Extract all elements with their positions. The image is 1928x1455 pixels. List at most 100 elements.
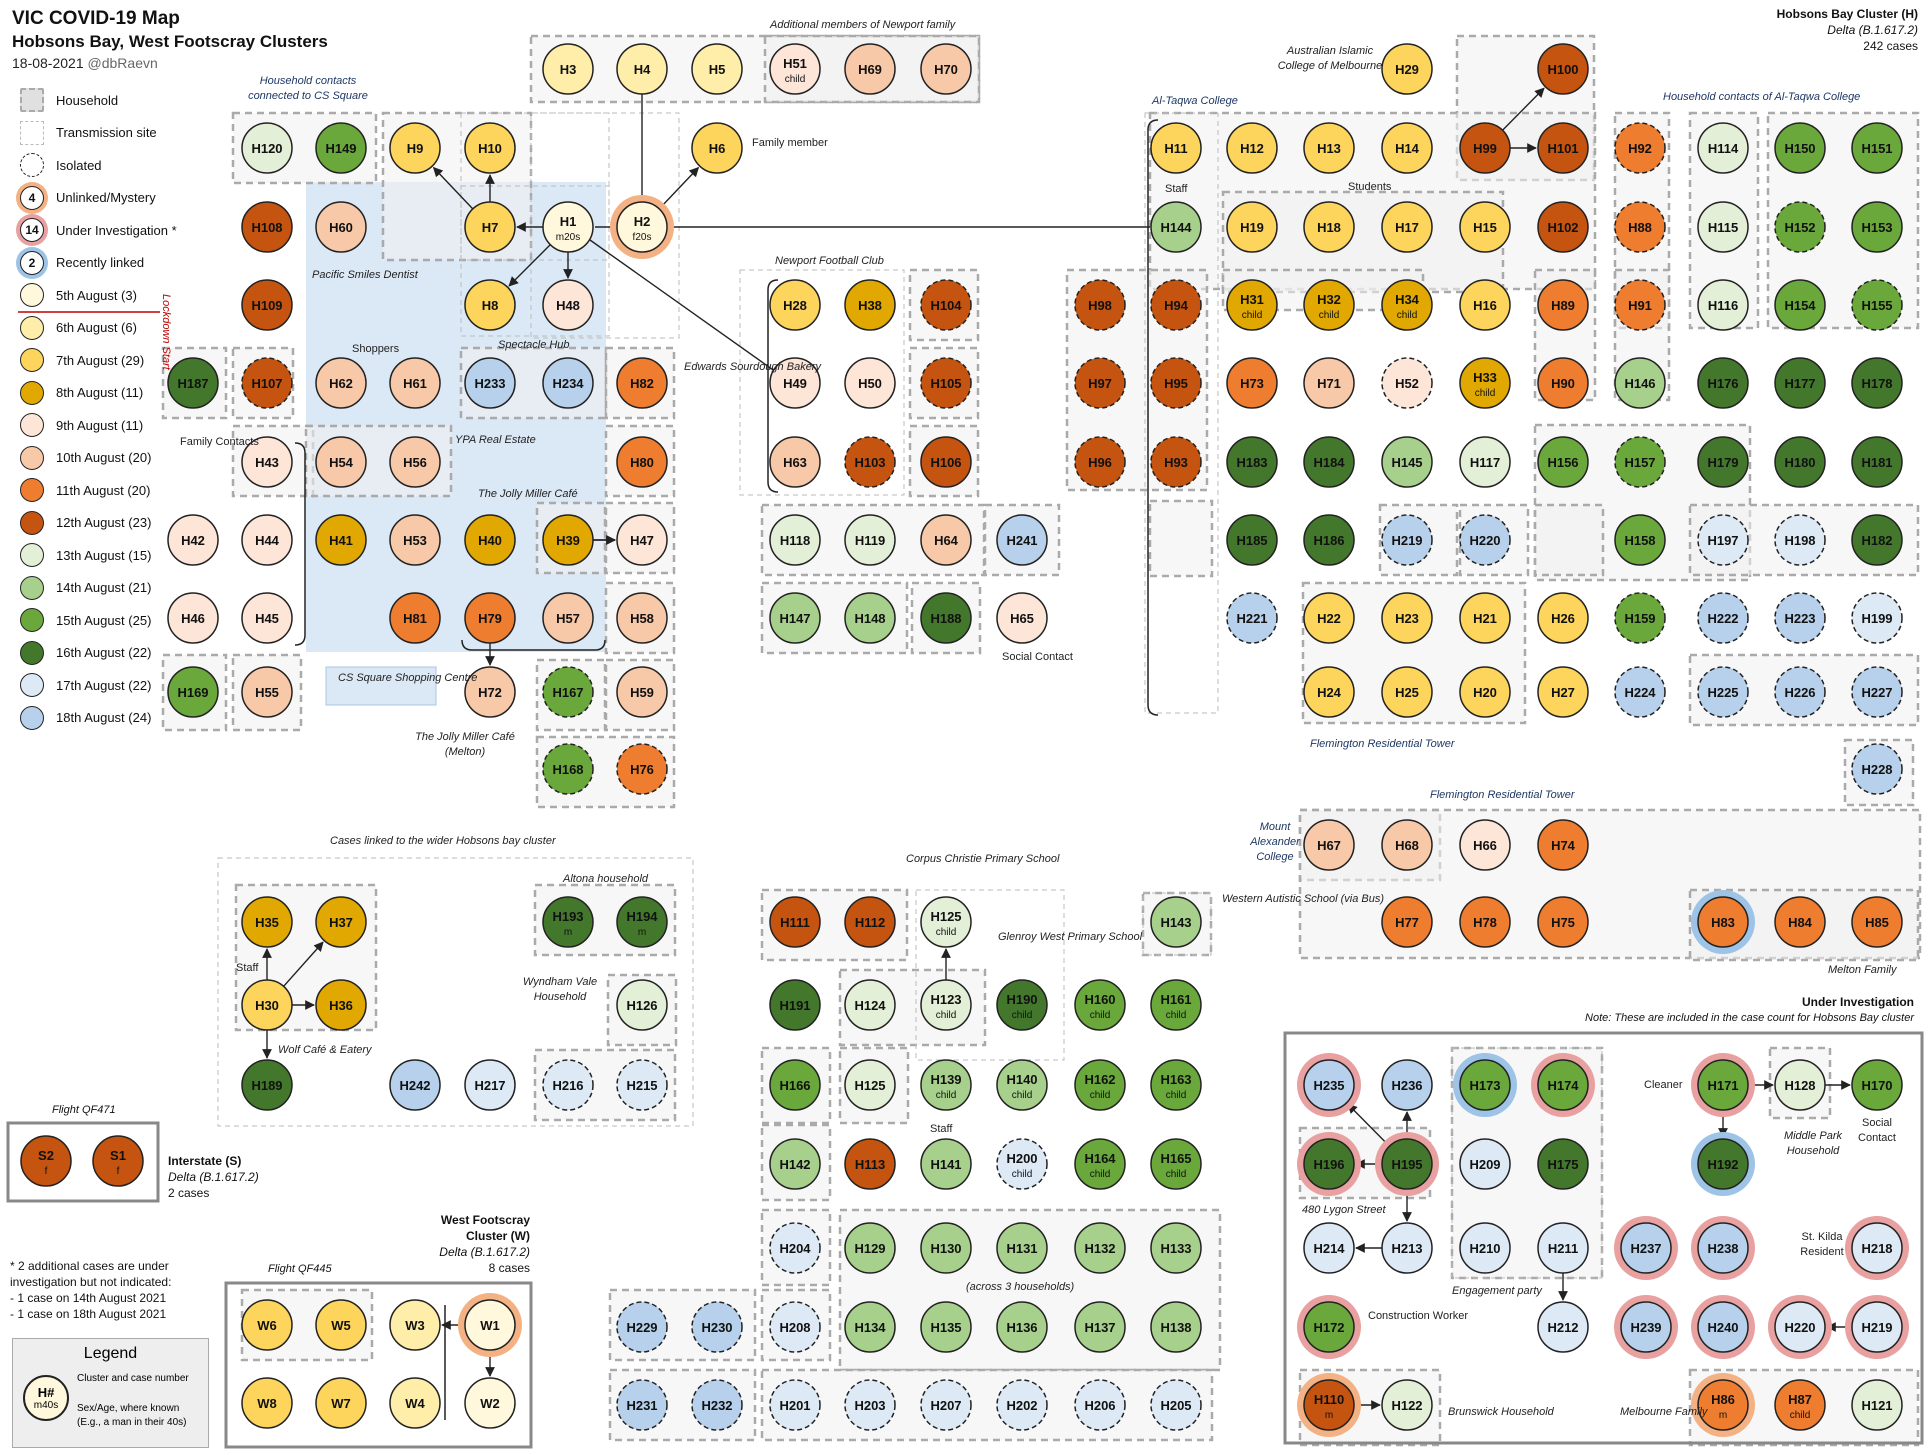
case-node-h141[interactable]: H141 bbox=[920, 1138, 972, 1190]
case-node-h215[interactable]: H215 bbox=[616, 1059, 668, 1111]
case-node-h47[interactable]: H47 bbox=[616, 514, 668, 566]
case-node-h218[interactable]: H218 bbox=[1845, 1216, 1909, 1280]
case-node-h132[interactable]: H132 bbox=[1074, 1222, 1126, 1274]
case-node-h229[interactable]: H229 bbox=[616, 1301, 668, 1353]
case-node-h168[interactable]: H168 bbox=[542, 743, 594, 795]
case-node-h208[interactable]: H208 bbox=[769, 1301, 821, 1353]
case-node-h119[interactable]: H119 bbox=[844, 514, 896, 566]
case-node-h116[interactable]: H116 bbox=[1697, 279, 1749, 331]
case-node-h237[interactable]: H237 bbox=[1614, 1216, 1678, 1280]
case-node-h213[interactable]: H213 bbox=[1381, 1222, 1433, 1274]
case-node-h14[interactable]: H14 bbox=[1381, 122, 1433, 174]
case-node-h219[interactable]: H219 bbox=[1845, 1295, 1909, 1359]
case-node-h99[interactable]: H99 bbox=[1459, 122, 1511, 174]
case-node-h221[interactable]: H221 bbox=[1226, 592, 1278, 644]
case-node-h100[interactable]: H100 bbox=[1537, 43, 1589, 95]
case-node-h44[interactable]: H44 bbox=[241, 514, 293, 566]
case-node-h70[interactable]: H70 bbox=[920, 43, 972, 95]
case-node-h227[interactable]: H227 bbox=[1851, 666, 1903, 718]
case-node-h84[interactable]: H84 bbox=[1774, 896, 1826, 948]
case-node-h212[interactable]: H212 bbox=[1537, 1301, 1589, 1353]
case-node-h57[interactable]: H57 bbox=[542, 592, 594, 644]
case-node-h152[interactable]: H152 bbox=[1774, 201, 1826, 253]
case-node-h64[interactable]: H64 bbox=[920, 514, 972, 566]
case-node-h169[interactable]: H169 bbox=[167, 666, 219, 718]
case-node-h22[interactable]: H22 bbox=[1303, 592, 1355, 644]
case-node-h154[interactable]: H154 bbox=[1774, 279, 1826, 331]
case-node-h78[interactable]: H78 bbox=[1459, 896, 1511, 948]
case-node-h171[interactable]: H171 bbox=[1691, 1053, 1755, 1117]
case-node-h211[interactable]: H211 bbox=[1537, 1222, 1589, 1274]
case-node-h231[interactable]: H231 bbox=[616, 1379, 668, 1431]
case-node-h113[interactable]: H113 bbox=[844, 1138, 896, 1190]
case-node-h167[interactable]: H167 bbox=[542, 666, 594, 718]
case-node-h238[interactable]: H238 bbox=[1691, 1216, 1755, 1280]
case-node-h148[interactable]: H148 bbox=[844, 592, 896, 644]
case-node-h157[interactable]: H157 bbox=[1614, 436, 1666, 488]
case-node-h159[interactable]: H159 bbox=[1614, 592, 1666, 644]
case-node-h204[interactable]: H204 bbox=[769, 1222, 821, 1274]
case-node-h8[interactable]: H8 bbox=[464, 279, 516, 331]
case-node-h18[interactable]: H18 bbox=[1303, 201, 1355, 253]
case-node-h24[interactable]: H24 bbox=[1303, 666, 1355, 718]
case-node-h242[interactable]: H242 bbox=[389, 1059, 441, 1111]
case-node-h20[interactable]: H20 bbox=[1459, 666, 1511, 718]
case-node-h223[interactable]: H223 bbox=[1774, 592, 1826, 644]
case-node-h36[interactable]: H36 bbox=[315, 979, 367, 1031]
case-node-h108[interactable]: H108 bbox=[241, 201, 293, 253]
case-node-h178[interactable]: H178 bbox=[1851, 357, 1903, 409]
case-node-h158[interactable]: H158 bbox=[1614, 514, 1666, 566]
case-node-h240[interactable]: H240 bbox=[1691, 1295, 1755, 1359]
case-node-h26[interactable]: H26 bbox=[1537, 592, 1589, 644]
case-node-h115[interactable]: H115 bbox=[1697, 201, 1749, 253]
case-node-h88[interactable]: H88 bbox=[1614, 201, 1666, 253]
case-node-h12[interactable]: H12 bbox=[1226, 122, 1278, 174]
case-node-h210[interactable]: H210 bbox=[1459, 1222, 1511, 1274]
case-node-h222[interactable]: H222 bbox=[1697, 592, 1749, 644]
case-node-h79[interactable]: H79 bbox=[464, 592, 516, 644]
case-node-h60[interactable]: H60 bbox=[315, 201, 367, 253]
case-node-h150[interactable]: H150 bbox=[1774, 122, 1826, 174]
case-node-h175[interactable]: H175 bbox=[1537, 1138, 1589, 1190]
case-node-h124[interactable]: H124 bbox=[844, 979, 896, 1031]
case-node-h179[interactable]: H179 bbox=[1697, 436, 1749, 488]
case-node-h234[interactable]: H234 bbox=[542, 357, 594, 409]
case-node-h104[interactable]: H104 bbox=[920, 279, 972, 331]
case-node-h10[interactable]: H10 bbox=[464, 122, 516, 174]
case-node-h71[interactable]: H71 bbox=[1303, 357, 1355, 409]
case-node-h16[interactable]: H16 bbox=[1459, 279, 1511, 331]
case-node-h186[interactable]: H186 bbox=[1303, 514, 1355, 566]
case-node-h136[interactable]: H136 bbox=[996, 1301, 1048, 1353]
case-node-h121[interactable]: H121 bbox=[1851, 1379, 1903, 1431]
case-node-h197[interactable]: H197 bbox=[1697, 514, 1749, 566]
case-node-h177[interactable]: H177 bbox=[1774, 357, 1826, 409]
case-node-h5[interactable]: H5 bbox=[691, 43, 743, 95]
case-node-h39[interactable]: H39 bbox=[542, 514, 594, 566]
case-node-h43[interactable]: H43 bbox=[241, 436, 293, 488]
case-node-h106[interactable]: H106 bbox=[920, 436, 972, 488]
case-node-h145[interactable]: H145 bbox=[1381, 436, 1433, 488]
case-node-h155[interactable]: H155 bbox=[1851, 279, 1903, 331]
case-node-h111[interactable]: H111 bbox=[769, 896, 821, 948]
case-node-h118[interactable]: H118 bbox=[769, 514, 821, 566]
case-node-h89[interactable]: H89 bbox=[1537, 279, 1589, 331]
case-node-h130[interactable]: H130 bbox=[920, 1222, 972, 1274]
case-node-h76[interactable]: H76 bbox=[616, 743, 668, 795]
case-node-h30[interactable]: H30 bbox=[241, 979, 293, 1031]
case-node-h54[interactable]: H54 bbox=[315, 436, 367, 488]
case-node-h101[interactable]: H101 bbox=[1537, 122, 1589, 174]
case-node-h55[interactable]: H55 bbox=[241, 666, 293, 718]
case-node-h156[interactable]: H156 bbox=[1537, 436, 1589, 488]
case-node-h81[interactable]: H81 bbox=[389, 592, 441, 644]
case-node-h205[interactable]: H205 bbox=[1150, 1379, 1202, 1431]
case-node-h73[interactable]: H73 bbox=[1226, 357, 1278, 409]
case-node-h53[interactable]: H53 bbox=[389, 514, 441, 566]
case-node-h184[interactable]: H184 bbox=[1303, 436, 1355, 488]
case-node-h207[interactable]: H207 bbox=[920, 1379, 972, 1431]
